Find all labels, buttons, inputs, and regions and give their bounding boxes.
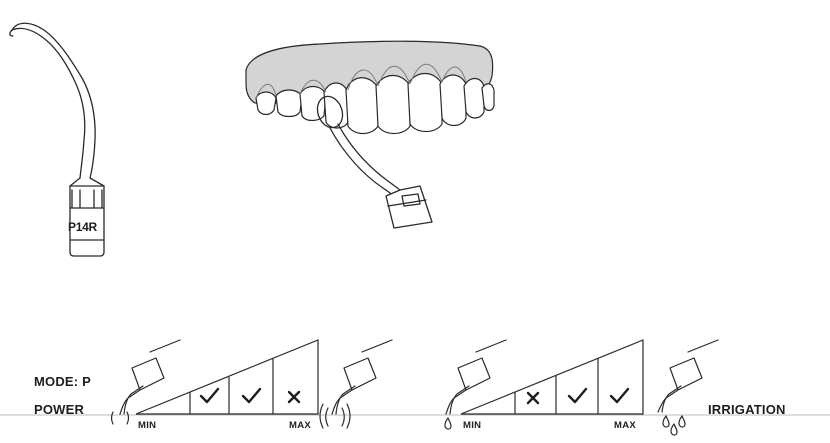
- power-label: POWER: [34, 402, 85, 417]
- irrigation-min-label: MIN: [463, 420, 482, 431]
- handpiece-min-irrigation-icon: [444, 339, 507, 430]
- irrigation-scale: [460, 339, 644, 415]
- power-level-3-cross-icon: [287, 390, 301, 404]
- tip-model-label: P14R: [68, 220, 97, 234]
- irrigation-level-1-cross-icon: [526, 391, 540, 405]
- handpiece-min-power-icon: [110, 339, 181, 425]
- irrigation-max-label: MAX: [614, 420, 637, 431]
- power-max-label: MAX: [289, 420, 312, 431]
- teeth: [255, 72, 495, 135]
- irrigation-level-3-check-icon: [609, 387, 630, 404]
- power-level-1-check-icon: [199, 387, 220, 404]
- handpiece-max-irrigation-icon: [657, 339, 719, 436]
- irrigation-label: IRRIGATION: [708, 402, 786, 417]
- power-level-2-check-icon: [241, 387, 262, 404]
- power-scale: [135, 339, 319, 415]
- scaler-tip-in-mouth: [316, 95, 433, 229]
- power-min-label: MIN: [138, 420, 157, 431]
- tip-drawing: [9, 22, 105, 257]
- irrigation-level-2-check-icon: [567, 387, 588, 404]
- handpiece-max-power-icon: [319, 339, 393, 429]
- mode-label: MODE: P: [34, 374, 92, 389]
